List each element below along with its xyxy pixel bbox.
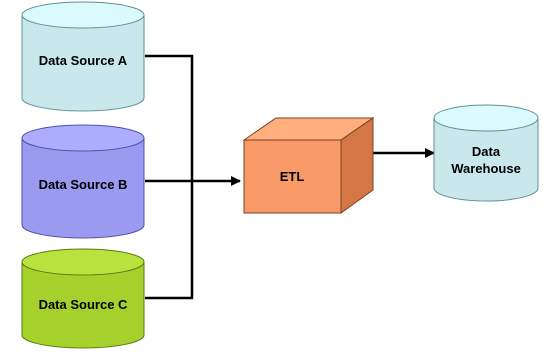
data-warehouse-cylinder: Data Warehouse bbox=[433, 104, 539, 202]
connectors bbox=[145, 54, 435, 300]
cylinder-body bbox=[21, 137, 145, 239]
cylinder-top bbox=[21, 124, 145, 152]
etl-box: ETL bbox=[242, 117, 375, 214]
data-source-b-label: Data Source B bbox=[39, 177, 128, 192]
cylinder-body bbox=[433, 117, 539, 202]
data-source-b-cylinder: Data Source B bbox=[21, 124, 145, 239]
cylinder-top bbox=[433, 104, 539, 132]
etl-box-front bbox=[243, 139, 342, 214]
cylinder-body bbox=[21, 14, 145, 112]
data-source-c-cylinder: Data Source C bbox=[21, 248, 145, 349]
cylinder-body bbox=[21, 261, 145, 349]
connector-source-a bbox=[145, 54, 194, 178]
connector-source-c bbox=[145, 178, 194, 300]
data-source-c-label: Data Source C bbox=[39, 297, 128, 312]
data-source-a-label: Data Source A bbox=[39, 53, 128, 68]
data-warehouse-label-line2: Warehouse bbox=[451, 161, 521, 176]
etl-label: ETL bbox=[280, 169, 305, 184]
cylinder-top bbox=[21, 1, 145, 29]
cylinder-top bbox=[21, 248, 145, 276]
data-warehouse-label-line1: Data bbox=[472, 144, 501, 159]
data-source-a-cylinder: Data Source A bbox=[21, 1, 145, 112]
